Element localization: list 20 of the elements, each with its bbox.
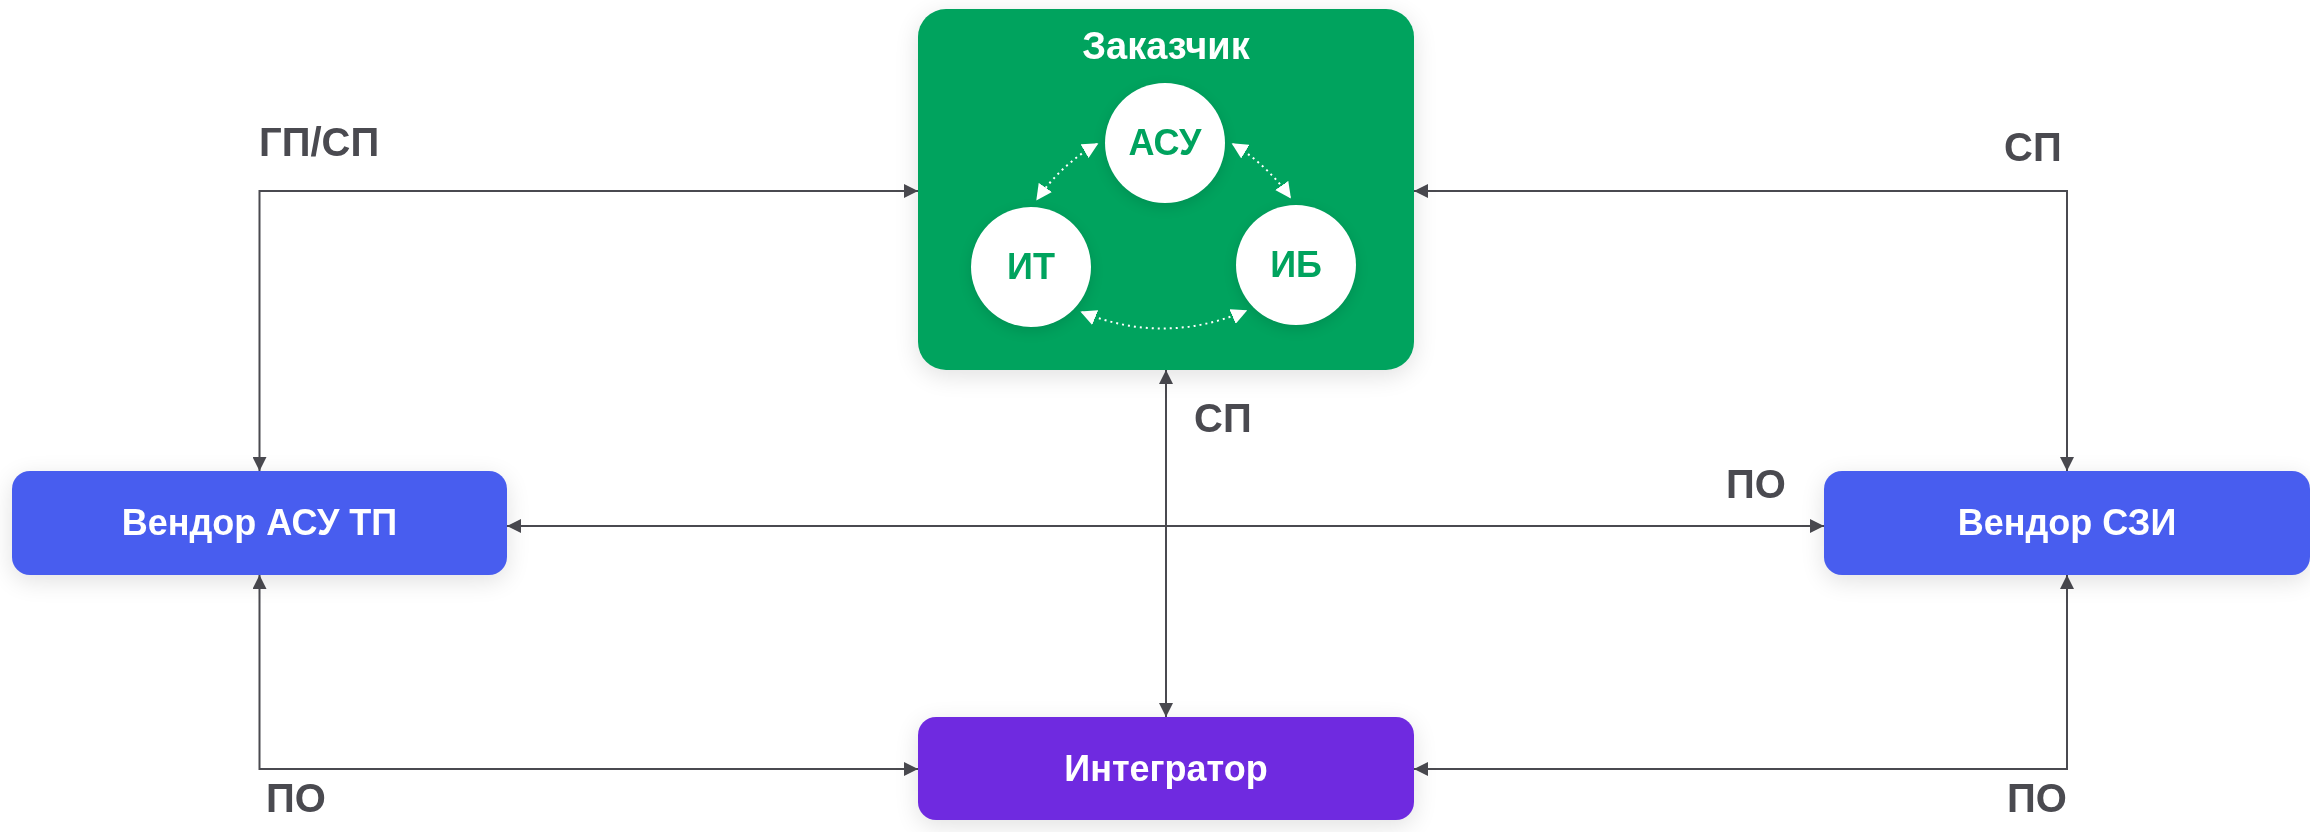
panel-title: Заказчик bbox=[1082, 27, 1250, 65]
circle-label: АСУ bbox=[1128, 125, 1202, 161]
connector-arrow bbox=[1159, 369, 1173, 718]
dotted-arrow bbox=[1080, 308, 1248, 330]
box-label: Вендор СЗИ bbox=[1957, 505, 2177, 541]
connector-arrow bbox=[506, 519, 1825, 533]
integrator-box bbox=[918, 717, 1414, 820]
dotted-arrow bbox=[1036, 142, 1099, 201]
circle-label: ИТ bbox=[1007, 249, 1055, 285]
vendor-box bbox=[12, 471, 507, 575]
connector-arrow bbox=[252, 184, 919, 472]
vendor-box bbox=[1824, 471, 2310, 575]
box-label: Интегратор bbox=[1064, 750, 1268, 787]
customer-panel bbox=[918, 9, 1414, 370]
box-label: Вендор АСУ ТП bbox=[121, 505, 398, 541]
connector-arrow bbox=[252, 574, 919, 776]
connector-arrow bbox=[1413, 574, 2074, 776]
dotted-arrow bbox=[1231, 143, 1291, 199]
circle-label: ИБ bbox=[1270, 247, 1322, 283]
connector-arrow bbox=[1413, 184, 2074, 472]
